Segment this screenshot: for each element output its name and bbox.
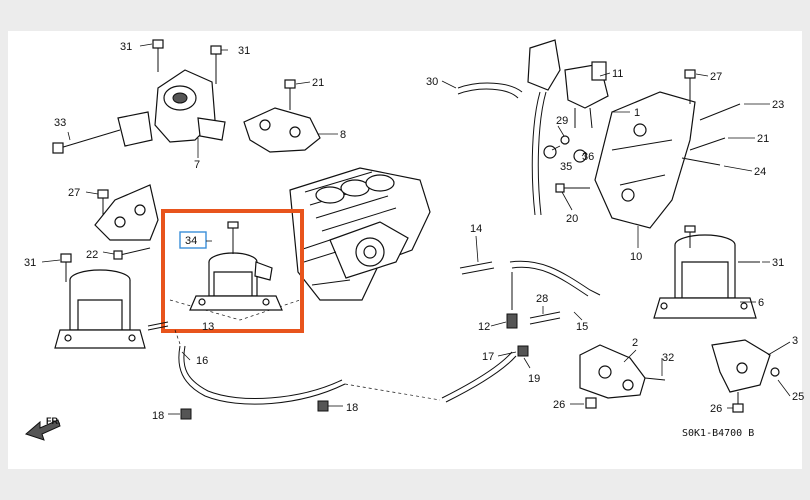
callout-label: 26 — [710, 403, 722, 415]
engine-mount-left — [54, 253, 146, 349]
bracket-8 — [243, 79, 321, 153]
callout-label: 8 — [340, 129, 346, 141]
callout-label: 26 — [553, 399, 565, 411]
callout-34-label: 34 — [185, 235, 197, 247]
callout-label: 19 — [528, 373, 540, 385]
callout-label: 27 — [68, 187, 80, 199]
callout-label: 14 — [470, 223, 482, 235]
callout-label: 3 — [792, 335, 798, 347]
hose-vertical — [531, 91, 547, 216]
hose-17 — [344, 345, 529, 403]
bracket-1-10 — [555, 69, 741, 229]
callout-label: 29 — [556, 115, 568, 127]
clips-35-36 — [543, 135, 587, 163]
callout-label: 15 — [576, 321, 588, 333]
callout-label: 22 — [86, 249, 98, 261]
callout-label: 31 — [238, 45, 250, 57]
callout-label: 31 — [120, 41, 132, 53]
front-direction-arrow-icon — [25, 419, 61, 441]
callout-labels: 31 31 21 33 7 8 27 22 31 13 16 18 18 30 … — [24, 41, 804, 422]
engine-block-illustration — [169, 167, 431, 321]
callout-label: 30 — [426, 76, 438, 88]
callout-label: 21 — [757, 133, 769, 145]
callout-label: 36 — [582, 151, 594, 163]
callout-label: 32 — [662, 352, 674, 364]
hose-28 — [529, 311, 561, 325]
solenoid-11 — [527, 39, 609, 129]
front-direction-label: FR. — [46, 416, 61, 426]
highlight-box — [161, 209, 304, 333]
callout-label: 11 — [612, 68, 623, 80]
clamp-18-right — [317, 400, 329, 412]
fitting-12 — [506, 272, 518, 329]
bracket-7-assembly — [52, 39, 226, 154]
callout-label: 25 — [792, 391, 804, 403]
bracket-3 — [711, 339, 780, 413]
callout-label: 23 — [772, 99, 784, 111]
hose-16 — [147, 321, 346, 405]
bracket-left-assembly — [94, 184, 159, 260]
callout-label: 2 — [632, 337, 638, 349]
callout-label: 24 — [754, 166, 766, 178]
clamp-18-left — [180, 408, 192, 420]
callout-label: 16 — [196, 355, 208, 367]
callout-label: 33 — [54, 117, 66, 129]
callout-label: 35 — [560, 161, 572, 173]
pipe-14 — [459, 260, 601, 297]
callout-label: 13 — [202, 321, 214, 333]
callout-leaders — [41, 43, 791, 415]
callout-label: 20 — [566, 213, 578, 225]
callout-label: 10 — [630, 251, 642, 263]
callout-label: 21 — [312, 77, 324, 89]
callout-label: 18 — [152, 410, 164, 422]
callout-34-box — [179, 231, 207, 249]
callout-label: 6 — [758, 297, 764, 309]
callout-label: 7 — [194, 159, 200, 171]
callout-label: 31 — [772, 257, 784, 269]
hose-30 — [457, 82, 523, 99]
diagram-code: S0K1-B4700 B — [682, 428, 754, 439]
callout-label: 12 — [478, 321, 490, 333]
callout-label: 31 — [24, 257, 36, 269]
callout-label: 28 — [536, 293, 548, 305]
bracket-2 — [579, 344, 666, 409]
callout-label: 27 — [710, 71, 722, 83]
engine-mount-13 — [189, 221, 283, 311]
callout-label: 17 — [482, 351, 494, 363]
callout-label: 1 — [634, 107, 640, 119]
callout-label: 18 — [346, 402, 358, 414]
engine-mount-right — [653, 225, 760, 319]
